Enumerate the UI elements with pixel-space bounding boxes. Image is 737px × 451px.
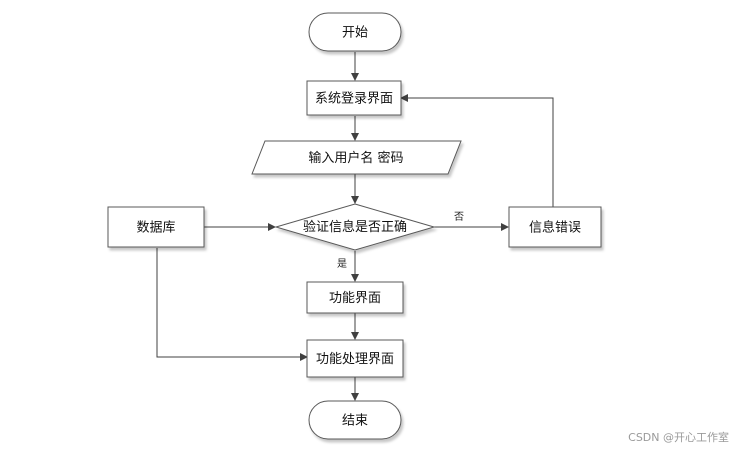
- start-node: [308, 12, 402, 52]
- database-label: 数据库: [136, 220, 175, 236]
- start-label: 开始: [342, 26, 368, 41]
- error-box: [508, 206, 602, 248]
- error-node: [508, 206, 602, 248]
- input-label: 输入用户名 密码: [308, 150, 403, 166]
- edge-database-to-processing: [156, 248, 308, 361]
- yes-branch-label: 是: [337, 258, 347, 270]
- database-box: [107, 206, 205, 248]
- end-node: [308, 400, 402, 440]
- processing-label: 功能处理界面: [316, 352, 394, 367]
- end-label: 结束: [342, 414, 368, 429]
- input-data-parallelogram: [251, 140, 462, 175]
- login-process-box: [306, 80, 402, 116]
- flowchart-edges: [156, 52, 554, 401]
- edge-error-to-login: [400, 94, 554, 207]
- processing-box: [306, 339, 404, 378]
- verify-label: 验证信息是否正确: [303, 219, 407, 235]
- input-node: [251, 140, 462, 175]
- function-box: [306, 281, 404, 314]
- login-node: [306, 80, 402, 116]
- verify-node: [274, 203, 436, 251]
- processing-node: [306, 339, 404, 378]
- verify-decision-diamond: [274, 203, 436, 251]
- function-node: [306, 281, 404, 314]
- end-terminator: [308, 400, 402, 440]
- csdn-watermark: CSDN @开心工作室: [628, 430, 729, 444]
- function-label: 功能界面: [329, 291, 381, 306]
- start-terminator: [308, 12, 402, 52]
- login-label: 系统登录界面: [315, 92, 393, 107]
- error-label: 信息错误: [529, 220, 581, 236]
- no-branch-label: 否: [454, 211, 464, 223]
- database-node: [107, 206, 205, 248]
